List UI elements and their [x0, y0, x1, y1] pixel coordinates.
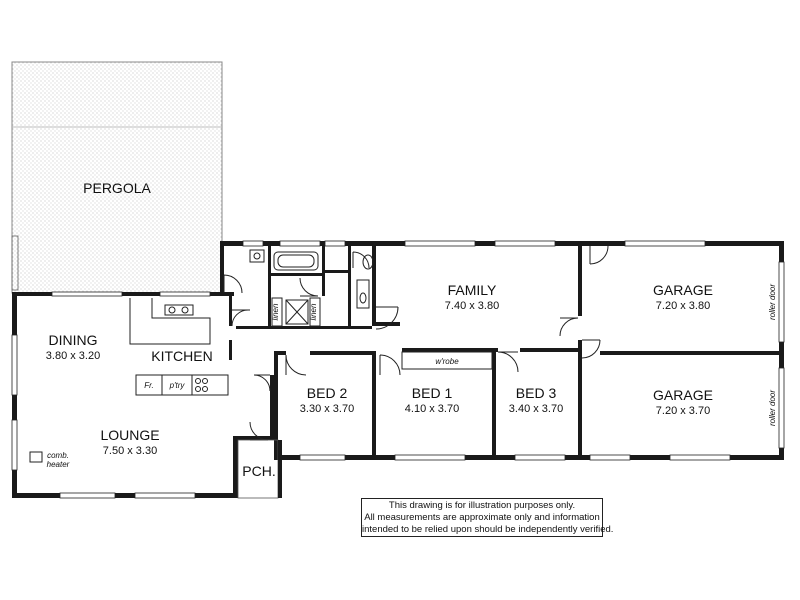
garage-2-label: GARAGE — [653, 387, 713, 403]
garage-1-label: GARAGE — [653, 282, 713, 298]
dining-dims: 3.80 x 3.20 — [46, 350, 100, 362]
bed-1-dims: 4.10 x 3.70 — [405, 403, 459, 415]
porch-label: PCH. — [242, 463, 275, 479]
kitchen-label: KITCHEN — [151, 348, 212, 364]
other-fixtures — [29, 351, 493, 463]
bed-2-dims: 3.30 x 3.70 — [300, 403, 354, 415]
linen-2-label: linen — [309, 303, 318, 320]
bed-2-label: BED 2 — [307, 385, 348, 401]
disclaimer-line-3: intended to be relied upon should be ind… — [362, 524, 614, 535]
windows — [11, 240, 785, 499]
garage-1-dims: 7.20 x 3.80 — [656, 300, 710, 312]
garage-2-dims: 7.20 x 3.70 — [656, 405, 710, 417]
porch-area — [237, 439, 282, 499]
lounge-label: LOUNGE — [100, 427, 159, 443]
bed-1-label: BED 1 — [412, 385, 453, 401]
heater-label-line2: heater — [47, 460, 70, 469]
interior-walls — [229, 246, 784, 460]
family-dims: 7.40 x 3.80 — [445, 300, 499, 312]
roller-door-2-label: roller door — [768, 390, 777, 426]
disclaimer-box: This drawing is for illustration purpose… — [361, 498, 614, 537]
fridge-label: Fr. — [144, 381, 153, 390]
bed-3-label: BED 3 — [516, 385, 557, 401]
lounge-dims: 7.50 x 3.30 — [103, 445, 157, 457]
linen-1-label: linen — [271, 303, 280, 320]
kitchen-fixtures — [129, 298, 229, 396]
pergola-label: PERGOLA — [83, 180, 151, 196]
family-label: FAMILY — [448, 282, 497, 298]
wardrobe-label: w'robe — [435, 357, 459, 366]
dining-label: DINING — [49, 332, 98, 348]
wet-area-fixtures — [249, 249, 374, 327]
pergola-area — [11, 61, 223, 294]
disclaimer-line-1: This drawing is for illustration purpose… — [388, 500, 576, 511]
roller-door-1-label: roller door — [768, 284, 777, 320]
bed-3-dims: 3.40 x 3.70 — [509, 403, 563, 415]
heater-label-line1: comb. — [47, 451, 69, 460]
disclaimer-line-2: All measurements are approximate only an… — [364, 512, 600, 523]
pantry-label: p'try — [169, 381, 186, 390]
